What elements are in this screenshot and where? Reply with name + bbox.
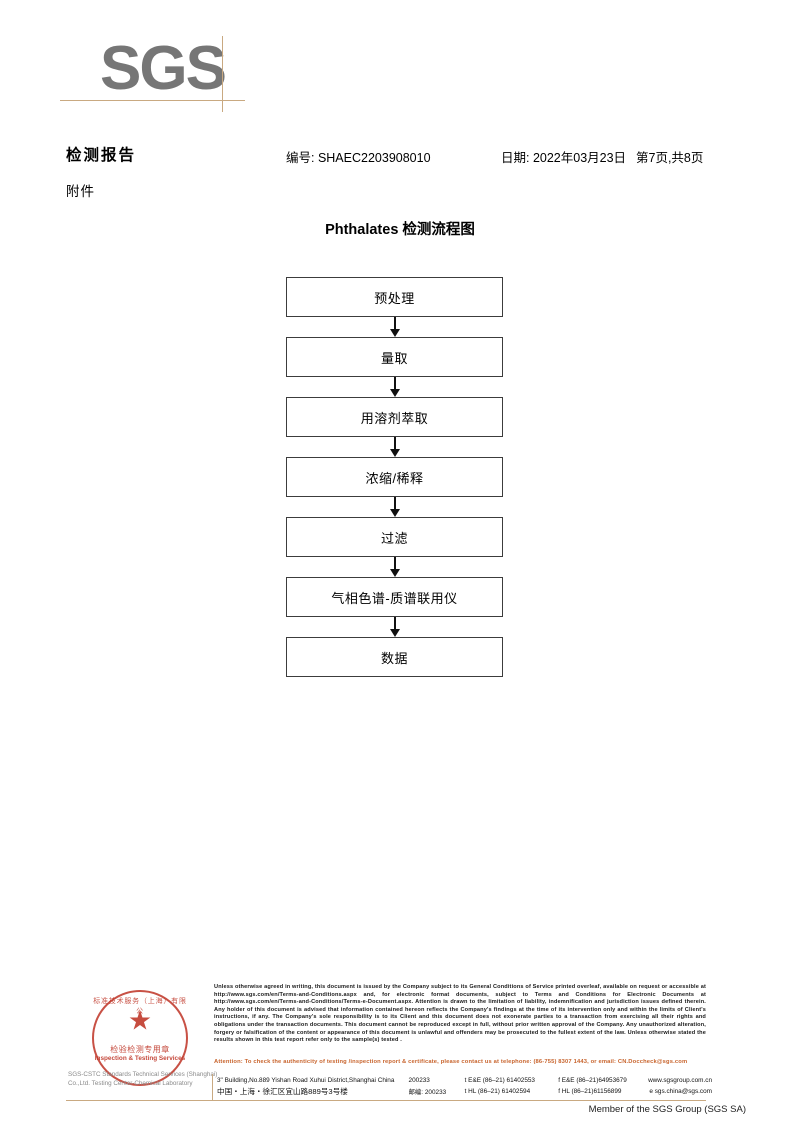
zip-en: 200233: [408, 1077, 430, 1084]
table-row: 中国・上海・徐汇区宜山路889号3号楼 邮编: 200233 t HL (86–…: [214, 1085, 714, 1098]
flow-node: 用溶剂萃取: [286, 397, 503, 437]
report-date: 日期: 2022年03月23日: [501, 151, 627, 165]
page-indicator: 第7页,共8页: [636, 151, 704, 165]
member-line: Member of the SGS Group (SGS SA): [588, 1104, 746, 1115]
seal-company-line: SGS-CSTC Standards Technical Services (S…: [68, 1071, 218, 1087]
flow-arrow-icon: [286, 377, 503, 397]
flow-node: 气相色谱-质谱联用仪: [286, 577, 503, 617]
fax-hl: f HL (86–21)61156899: [558, 1088, 622, 1095]
official-seal-stamp: 标准技术服务（上海）有限公 ★ 检验检测专用章 Inspection & Tes…: [92, 990, 188, 1086]
logo-wordmark: SGS: [100, 34, 227, 103]
footer-horizontal-divider: [66, 1100, 706, 1101]
logo-horizontal-rule: [60, 100, 245, 101]
flow-node: 量取: [286, 337, 503, 377]
flowchart: 预处理 量取 用溶剂萃取 浓缩/稀释 过滤 气相色谱-质谱联用仪 数据: [286, 277, 503, 677]
flow-arrow-icon: [286, 497, 503, 517]
tel-hl: t HL (86–21) 61402594: [464, 1088, 531, 1095]
flow-arrow-icon: [286, 557, 503, 577]
page-title: 检测报告: [66, 147, 137, 164]
flow-node: 数据: [286, 637, 503, 677]
sgs-logo: SGS: [60, 34, 250, 118]
contact-address-table: 3" Building,No.889 Yishan Road Xuhui Dis…: [214, 1076, 714, 1098]
attachment-label: 附件: [66, 184, 95, 199]
document-header: 检测报告 附件 编号: SHAEC2203908010 日期: 2022年03月…: [66, 143, 766, 203]
legal-terms-text: Unless otherwise agreed in writing, this…: [214, 984, 706, 1044]
flow-node: 浓缩/稀释: [286, 457, 503, 497]
flow-node: 过滤: [286, 517, 503, 557]
flow-arrow-icon: [286, 437, 503, 457]
seal-english-text: Inspection & Testing Services: [94, 1055, 186, 1063]
email: e sgs.china@sgs.com: [649, 1088, 712, 1095]
flowchart-title: Phthalates 检测流程图: [325, 222, 475, 238]
fax-ee: f E&E (86–21)64953679: [558, 1077, 627, 1084]
table-row: 3" Building,No.889 Yishan Road Xuhui Dis…: [214, 1076, 714, 1085]
footer-vertical-divider: [212, 1074, 213, 1100]
report-number: 编号: SHAEC2203908010: [286, 151, 431, 165]
logo-vertical-rule: [222, 36, 223, 112]
tel-ee: t E&E (86–21) 61402553: [464, 1077, 535, 1084]
address-en: 3" Building,No.889 Yishan Road Xuhui Dis…: [217, 1077, 395, 1084]
address-cn: 中国・上海・徐汇区宜山路889号3号楼: [217, 1087, 348, 1096]
flow-arrow-icon: [286, 317, 503, 337]
flow-node: 预处理: [286, 277, 503, 317]
flow-arrow-icon: [286, 617, 503, 637]
attention-notice: Attention: To check the authenticity of …: [214, 1059, 688, 1065]
seal-arc-text: 标准技术服务（上海）有限公: [93, 997, 187, 1015]
zip-cn: 邮编: 200233: [408, 1089, 447, 1096]
website: www.sgsgroup.com.cn: [648, 1077, 712, 1084]
document-footer: Unless otherwise agreed in writing, this…: [0, 978, 800, 1131]
seal-chinese-text: 检验检测专用章: [110, 1044, 170, 1054]
star-icon: ★: [127, 1005, 153, 1036]
seal-ring: [92, 990, 188, 1086]
